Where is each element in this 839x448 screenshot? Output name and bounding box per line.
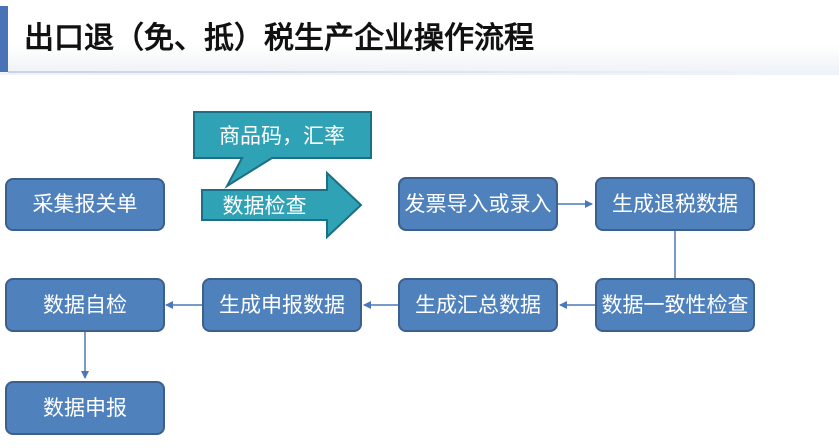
node-consistency-check: 数据一致性检查: [595, 278, 755, 332]
node-collect-customs-declaration: 采集报关单: [5, 178, 165, 231]
data-check-arrow-shape: [201, 170, 363, 240]
title-accent-bar: [0, 6, 8, 72]
node-data-self-check: 数据自检: [5, 278, 165, 332]
title-bar: [0, 0, 839, 75]
node-generate-summary-data: 生成汇总数据: [398, 278, 558, 332]
node-invoice-import: 发票导入或录入: [398, 177, 558, 231]
title-underline: [8, 71, 768, 73]
node-generate-declaration-data: 生成申报数据: [202, 278, 362, 332]
node-generate-refund-data: 生成退税数据: [595, 177, 755, 231]
callout-label: 商品码，汇率: [219, 124, 345, 148]
callout-shape: [193, 111, 372, 189]
page-title: 出口退（免、抵）税生产企业操作流程: [24, 21, 534, 56]
node-data-declaration: 数据申报: [5, 381, 165, 435]
data-check-label: 数据检查: [222, 194, 307, 218]
